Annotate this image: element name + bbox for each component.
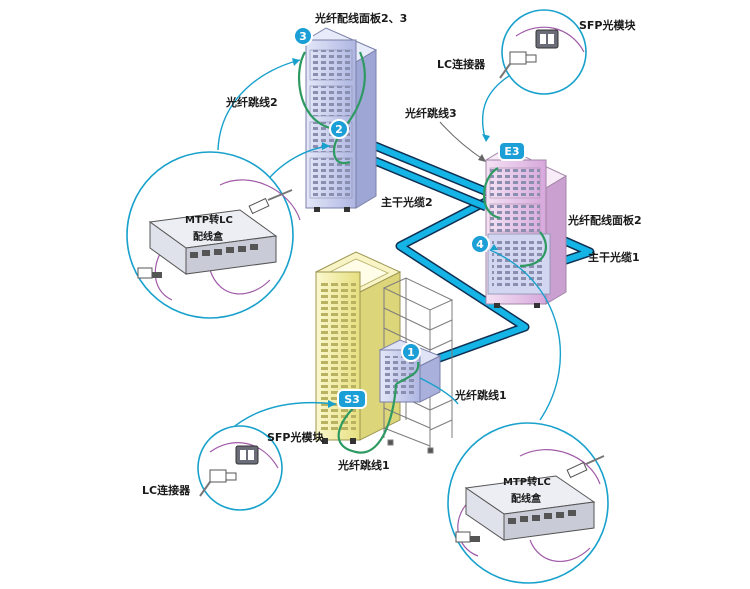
lc-connector-icon: [499, 51, 537, 79]
label-distribution-panel-2: 光纤配线面板2: [567, 213, 642, 227]
lc-connector-icon: [199, 469, 237, 497]
svg-text:E3: E3: [504, 145, 519, 158]
patch-cord-4: [519, 231, 548, 268]
badge-s3: S3: [337, 389, 367, 409]
lc-connector-icon: [455, 531, 480, 543]
label-lc-top: LC连接器: [437, 57, 486, 71]
label-trunk-cable-1: 主干光缆1: [588, 250, 640, 264]
trunk-cable-2: [366, 138, 530, 379]
svg-text:3: 3: [299, 30, 307, 43]
pointer-arrowheads: [292, 58, 498, 408]
trunk-cable-3: [366, 153, 488, 212]
label-trunk-cable-2: 主干光缆2: [381, 195, 433, 209]
label-lc-bottom: LC连接器: [142, 483, 191, 497]
sfp-module-icon: [235, 445, 259, 465]
label-mtp-right-1: MTP转LC: [503, 475, 551, 488]
arrow-patch-cord-3: [478, 154, 486, 162]
label-patch-cord-1-bottom: 光纤跳线1: [337, 458, 390, 472]
pointer-leader-patch-cord-3: [439, 121, 485, 161]
label-patch-cord-2: 光纤跳线2: [225, 95, 278, 109]
label-sfp-bottom: SFP光模块: [267, 430, 324, 444]
mtp-connector-icon: [566, 455, 605, 479]
rack-open-frame: [382, 277, 454, 454]
label-sfp-top: SFP光模块: [579, 18, 636, 32]
patch-cord-3: [483, 167, 501, 220]
callout-sfp-bottom: [197, 425, 283, 511]
label-patch-cord-3: 光纤跳线3: [404, 106, 457, 120]
svg-text:S3: S3: [344, 393, 360, 406]
lc-connector-icon: [137, 267, 162, 279]
callout-sfp-top: [499, 9, 587, 95]
label-mtp-left-2: 配线盒: [193, 230, 224, 243]
callout-mtp-cassette-right: MTP转LC 配线盒: [447, 422, 609, 584]
mtp-connector-icon: [248, 189, 293, 215]
svg-text:2: 2: [335, 123, 343, 136]
label-patch-cord-1-right: 光纤跳线1: [454, 388, 507, 402]
rack-distribution-panel-2-3: [304, 27, 378, 212]
callout-mtp-cassette-left: MTP转LC 配线盒: [126, 151, 301, 319]
label-mtp-left-1: MTP转LC: [185, 213, 233, 226]
label-mtp-right-2: 配线盒: [511, 492, 542, 505]
badge-e3: E3: [498, 141, 526, 161]
badge-3: 3: [293, 26, 313, 46]
badge-2: 2: [329, 119, 349, 139]
svg-text:1: 1: [407, 346, 415, 359]
badge-4: 4: [470, 234, 490, 254]
rack-distribution-panel-2: [484, 147, 568, 308]
sfp-module-icon: [535, 29, 559, 49]
patch-cord-1: [337, 361, 420, 454]
label-distribution-panel-2-3: 光纤配线面板2、3: [314, 11, 407, 25]
svg-text:4: 4: [476, 238, 484, 251]
badge-1: 1: [401, 342, 421, 362]
